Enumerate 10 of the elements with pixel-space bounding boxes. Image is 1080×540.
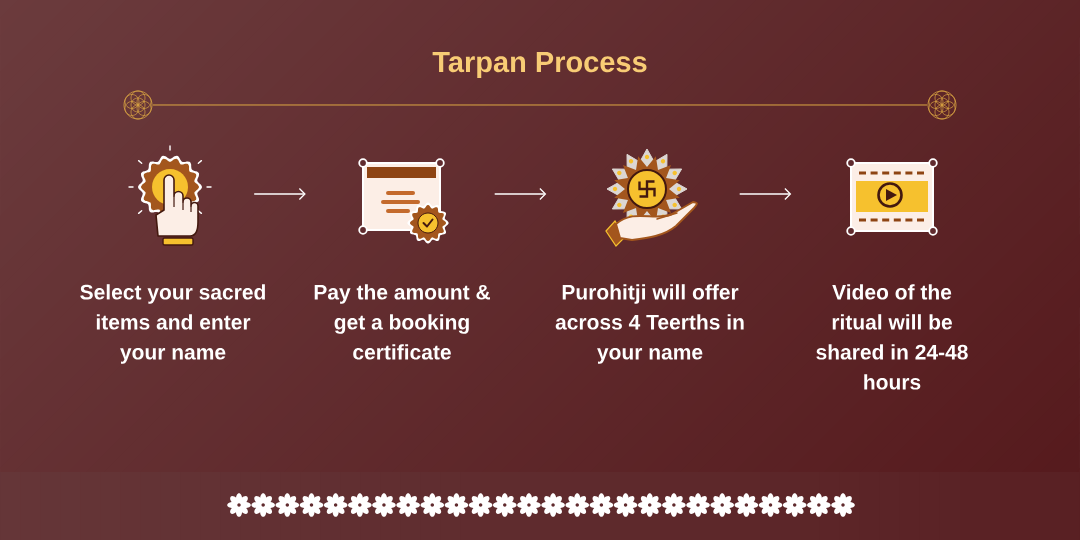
arrow xyxy=(739,187,792,201)
offering-hand-icon xyxy=(605,148,698,247)
certificate-icon xyxy=(358,158,449,244)
arrow xyxy=(494,187,547,201)
step-caption: Pay the amount & get a booking certificate xyxy=(314,284,490,360)
title: Tarpan Process xyxy=(432,52,647,78)
arrow xyxy=(253,187,306,201)
step-caption: Select your sacred items and enter your name xyxy=(80,284,265,364)
step-caption: Video of the ritual will be shared in 24-48 hours xyxy=(816,284,968,390)
step-caption: Purohitji will offer across 4 Teerths in your name xyxy=(555,284,744,364)
